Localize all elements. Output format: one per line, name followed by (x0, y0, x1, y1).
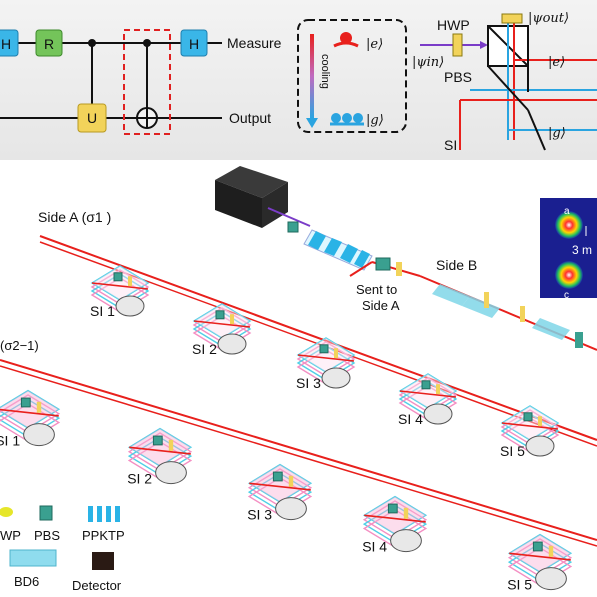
hwp-plate (452, 33, 463, 57)
cooling-arrow-head (306, 118, 318, 128)
spot-c (555, 261, 583, 289)
cooling-arrow-shaft (310, 34, 314, 118)
row2-beam (0, 359, 597, 541)
ground-state-label: |g⟩ (366, 113, 384, 128)
interferometer-row1-5: SI 5 (500, 405, 560, 459)
si-label: SI (444, 137, 457, 153)
row2-si-label-1: SI 1 (0, 433, 20, 449)
optical-setup: SI 1SI 2SI 3SI 4SI 5 SI 1SI 2SI 3SI 4SI … (0, 166, 597, 593)
row1-si-label-1: SI 1 (90, 303, 115, 319)
si-schematic: HWP |ψin⟩ PBS |ψout⟩ |e⟩ |g⟩ SI (412, 11, 597, 153)
interferometer-row1-1: SI 1 (90, 265, 150, 319)
interferometer-row2-4: SI 4 (362, 495, 428, 555)
ccd-inset: a c 3 m (540, 198, 597, 301)
gate-h2 (180, 29, 208, 57)
row1-interferometers: SI 1 SI 2 SI 3 SI 4 SI 5 (90, 265, 560, 459)
legend-hwp-icon (0, 507, 13, 517)
gate-u (77, 103, 107, 133)
excited-state-label: |e⟩ (366, 37, 383, 52)
ppktp-crystal (303, 229, 373, 271)
cooling-box: cooling |e⟩ |g⟩ (297, 19, 407, 133)
g-state-label: |g⟩ (548, 126, 566, 141)
row2-si-label-3: SI 3 (247, 507, 272, 523)
sent-to-label: Sent to (356, 282, 397, 297)
legend: WP PBS PPKTP BD6 Detector (0, 505, 125, 593)
gate-h1-label: H (1, 36, 11, 52)
interferometer-row2-1: SI 1 (0, 389, 61, 449)
gate-h1 (0, 29, 19, 57)
hwp-label: HWP (437, 17, 470, 33)
interferometer-row2-3: SI 3 (247, 463, 313, 523)
output-label: Output (229, 110, 271, 126)
row1-beam (39, 235, 597, 441)
legend-pbs-icon (39, 505, 53, 521)
cnot-dashed-box (123, 29, 171, 135)
interferometer-row1-2: SI 2 (192, 303, 252, 357)
measure-label: Measure (227, 35, 282, 51)
interferometer-row2-2: SI 2 (127, 427, 193, 487)
sent-to-side-a-label: Side A (362, 298, 400, 313)
legend-detector-label: Detector (72, 578, 122, 593)
row2-si-label-4: SI 4 (362, 539, 387, 555)
legend-detector-icon (92, 552, 114, 570)
psi-out-label: |ψout⟩ (528, 11, 569, 26)
inset-a-label: a (564, 206, 570, 217)
row2-si-label-2: SI 2 (127, 471, 152, 487)
cooling-box-frame (297, 19, 407, 133)
legend-bd6-icon (9, 549, 57, 567)
cnot-control-dot (143, 39, 151, 47)
interferometer-row2-5: SI 5 (507, 533, 573, 593)
e-state-label: |e⟩ (548, 55, 565, 70)
inset-c-label: c (564, 290, 569, 301)
control-dot-u (88, 39, 96, 47)
spot-a (555, 211, 583, 239)
row1-si-label-2: SI 2 (192, 341, 217, 357)
quantum-circuit: H R U H Measure Output (0, 29, 282, 135)
psi-in-label: |ψin⟩ (412, 55, 444, 70)
row2-si-label-5: SI 5 (507, 577, 532, 593)
gate-h2-label: H (189, 36, 199, 52)
sigma-inverse-label: (σ2−1) (0, 338, 39, 353)
gate-r (35, 29, 63, 57)
gate-r-label: R (44, 36, 54, 52)
inset-scale-label: 3 m (572, 243, 592, 257)
out-hwp (501, 13, 523, 24)
legend-pbs-label: PBS (34, 528, 60, 543)
cooling-label: cooling (319, 54, 331, 89)
legend-ppktp-label: PPKTP (82, 528, 125, 543)
row1-si-label-5: SI 5 (500, 443, 525, 459)
legend-bd6-label: BD6 (14, 574, 39, 589)
interferometer-row1-3: SI 3 (296, 337, 356, 391)
excited-atom (340, 32, 352, 44)
row2-interferometers: SI 1 SI 2 SI 3 SI 4 SI 5 (0, 389, 573, 593)
side-b-label: Side B (436, 257, 477, 273)
gate-u-label: U (87, 110, 97, 126)
pbs-label: PBS (444, 69, 472, 85)
interferometer-row1-4: SI 4 (398, 373, 458, 427)
laser-top (215, 166, 288, 198)
side-a-label: Side A (σ1 ) (38, 209, 111, 225)
row1-si-label-3: SI 3 (296, 375, 321, 391)
legend-hwp-label: WP (0, 528, 21, 543)
row1-si-label-4: SI 4 (398, 411, 423, 427)
legend-ppktp-icon (88, 506, 120, 522)
